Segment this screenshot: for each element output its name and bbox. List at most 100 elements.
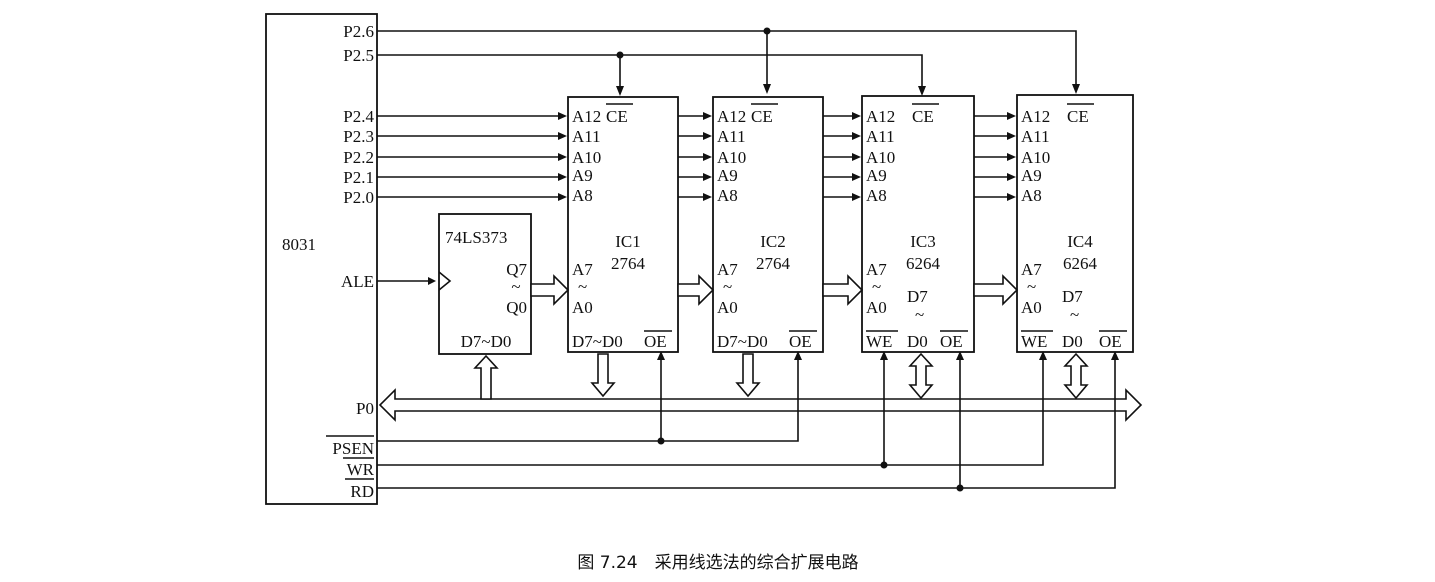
figure-caption: 图 7.24 采用线选法的综合扩展电路 [577, 553, 858, 573]
pin-oe: OE [644, 332, 667, 351]
arrow-icon [1007, 153, 1016, 161]
pin-tilde: ~ [872, 277, 881, 296]
pin-rd: RD [350, 482, 374, 501]
arrow-icon [703, 193, 712, 201]
pin-a10: A10 [866, 148, 895, 167]
pin-a10: A10 [572, 148, 601, 167]
pin-p22: P2.2 [343, 148, 374, 167]
pin-tilde: ~ [578, 277, 587, 296]
pin-a10: A10 [717, 148, 746, 167]
pin-we: WE [1021, 332, 1047, 351]
pin-a7: A7 [866, 260, 887, 279]
pin-tilde: ~ [1070, 305, 1079, 324]
data-bidir-arrow [1063, 352, 1089, 400]
wr-line [377, 358, 1044, 466]
pin-a7: A7 [1021, 260, 1042, 279]
arrow-icon [1007, 112, 1016, 120]
chip-part: 2764 [611, 254, 646, 273]
pin-a0: A0 [572, 298, 593, 317]
chip-select-lines [377, 27, 1080, 96]
arrow-icon [956, 351, 964, 360]
arrow-icon [1007, 173, 1016, 181]
chip-part: 6264 [906, 254, 941, 273]
arrow-icon [558, 153, 567, 161]
pin-p20: P2.0 [343, 188, 374, 207]
pin-a8: A8 [572, 186, 593, 205]
arrow-icon [558, 193, 567, 201]
low-address-bus-arrow [822, 274, 864, 306]
arrow-icon [703, 173, 712, 181]
pin-d0: D0 [907, 332, 928, 351]
pin-a7: A7 [572, 260, 593, 279]
pin-oe: OE [789, 332, 812, 351]
arrow-icon [703, 132, 712, 140]
arrow-icon [763, 84, 771, 94]
pin-a10: A10 [1021, 148, 1050, 167]
pin-a0: A0 [717, 298, 738, 317]
pin-ale: ALE [341, 272, 374, 291]
p0-data-bus [378, 354, 1143, 422]
pin-p21: P2.1 [343, 168, 374, 187]
cpu-8031: 8031 P2.6 P2.5 P2.4 P2.3 P2.2 P2.1 P2.0 … [265, 13, 378, 505]
pin-tilde: ~ [723, 277, 732, 296]
arrow-icon [703, 153, 712, 161]
low-address-bus-arrow [677, 274, 715, 306]
pin-d7: D7 [1062, 287, 1083, 306]
pin-ce: CE [606, 107, 628, 126]
pin-a7: A7 [717, 260, 738, 279]
arrow-icon [657, 351, 665, 360]
arrow-icon [852, 193, 861, 201]
arrow-icon [1007, 132, 1016, 140]
data-bidir-arrow [908, 352, 934, 400]
chip-id: IC4 [1067, 232, 1093, 251]
pin-a11: A11 [717, 127, 746, 146]
pin-p24: P2.4 [343, 107, 374, 126]
p25-line [377, 54, 923, 88]
pin-ce: CE [1067, 107, 1089, 126]
pin-a0: A0 [1021, 298, 1042, 317]
low-address-bus-arrow [973, 274, 1019, 306]
arrow-icon [1111, 351, 1119, 360]
pin-a12: A12 [717, 107, 746, 126]
arrow-icon [794, 351, 802, 360]
arrow-icon [1007, 193, 1016, 201]
latch-q0: Q0 [506, 298, 527, 317]
psen-line [377, 358, 799, 442]
pin-a11: A11 [1021, 127, 1050, 146]
arrow-icon [880, 351, 888, 360]
pin-oe: OE [940, 332, 963, 351]
pin-data: D7~D0 [572, 332, 623, 351]
cpu-name: 8031 [282, 235, 316, 254]
pin-ce: CE [751, 107, 773, 126]
pin-p0: P0 [356, 399, 374, 418]
pin-data: D7~D0 [717, 332, 768, 351]
chip-id: IC3 [910, 232, 936, 251]
chip-id: IC1 [615, 232, 641, 251]
arrow-icon [852, 153, 861, 161]
junction-dot [763, 27, 771, 35]
pin-d0: D0 [1062, 332, 1083, 351]
pin-a8: A8 [717, 186, 738, 205]
pin-a9: A9 [866, 166, 887, 185]
p26-line [377, 30, 1077, 86]
pin-p26: P2.6 [343, 22, 374, 41]
latch-74ls373: 74LS373 Q7 ~ Q0 D7~D0 [377, 213, 532, 355]
pin-a0: A0 [866, 298, 887, 317]
pin-a9: A9 [1021, 166, 1042, 185]
rd-line [377, 358, 1116, 489]
pin-a8: A8 [866, 186, 887, 205]
arrow-icon [703, 112, 712, 120]
latch-tilde: ~ [511, 277, 520, 296]
arrow-icon [1039, 351, 1047, 360]
pin-wr: WR [347, 460, 375, 479]
junction-dot [616, 51, 624, 59]
pin-a12: A12 [572, 107, 601, 126]
arrow-icon [558, 173, 567, 181]
pin-psen: PSEN [332, 439, 374, 458]
junction-dot [657, 437, 665, 445]
pin-tilde: ~ [915, 305, 924, 324]
